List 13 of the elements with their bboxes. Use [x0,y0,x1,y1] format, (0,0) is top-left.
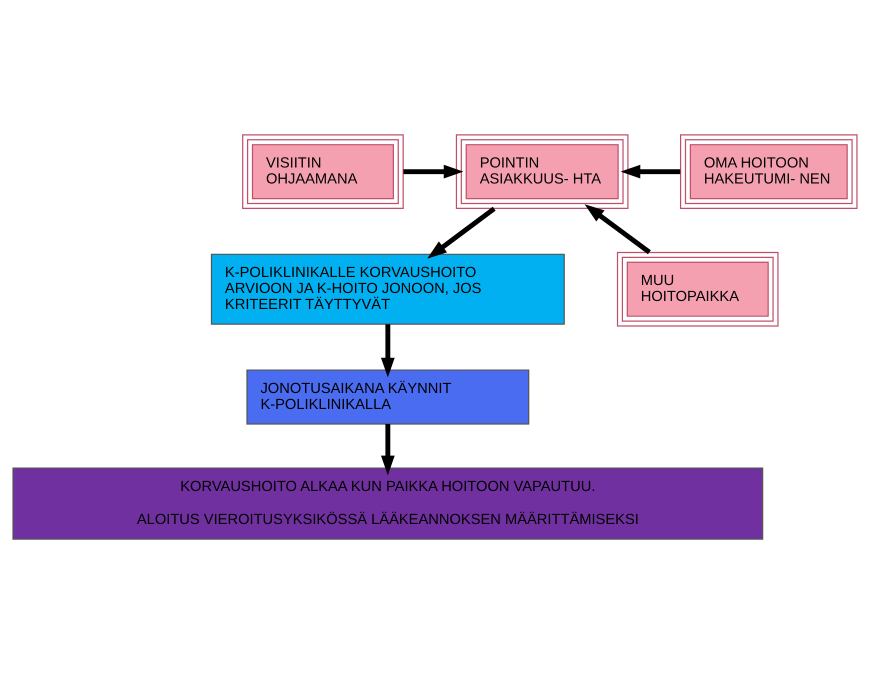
arrow [584,204,651,254]
arrow [380,324,395,377]
node-box: JONOTUSAIKANA KÄYNNIT K-POLIKLINIKALLA [246,368,530,424]
arrow [380,423,395,475]
node-box: MUU HOITOPAIKKA [616,251,779,326]
node-box: KORVAUSHOITO ALKAA KUN PAIKKA HOITOON VAPAUTUU. ALOITUS VIEROITUSYKSIKÖSSÄ LÄÄKEANNOKSEN MÄÄRITTÄMISEKSI [12,466,764,540]
arrow [620,164,680,178]
node-box: K-POLIKLINIKALLE KORVAUSHOITO ARVIOON JA K-HOITO JONOON, JOS KRITEERIT TÄYTTYVÄT [210,253,565,324]
arrow [403,164,464,178]
node-box: VISIITIN OHJAAMANA [242,134,404,208]
node-box: POINTIN ASIAKKUUS- HTA [456,134,629,208]
node-box: OMA HOITOON HAKEUTUMI- NEN [680,134,858,208]
arrow [427,206,496,258]
